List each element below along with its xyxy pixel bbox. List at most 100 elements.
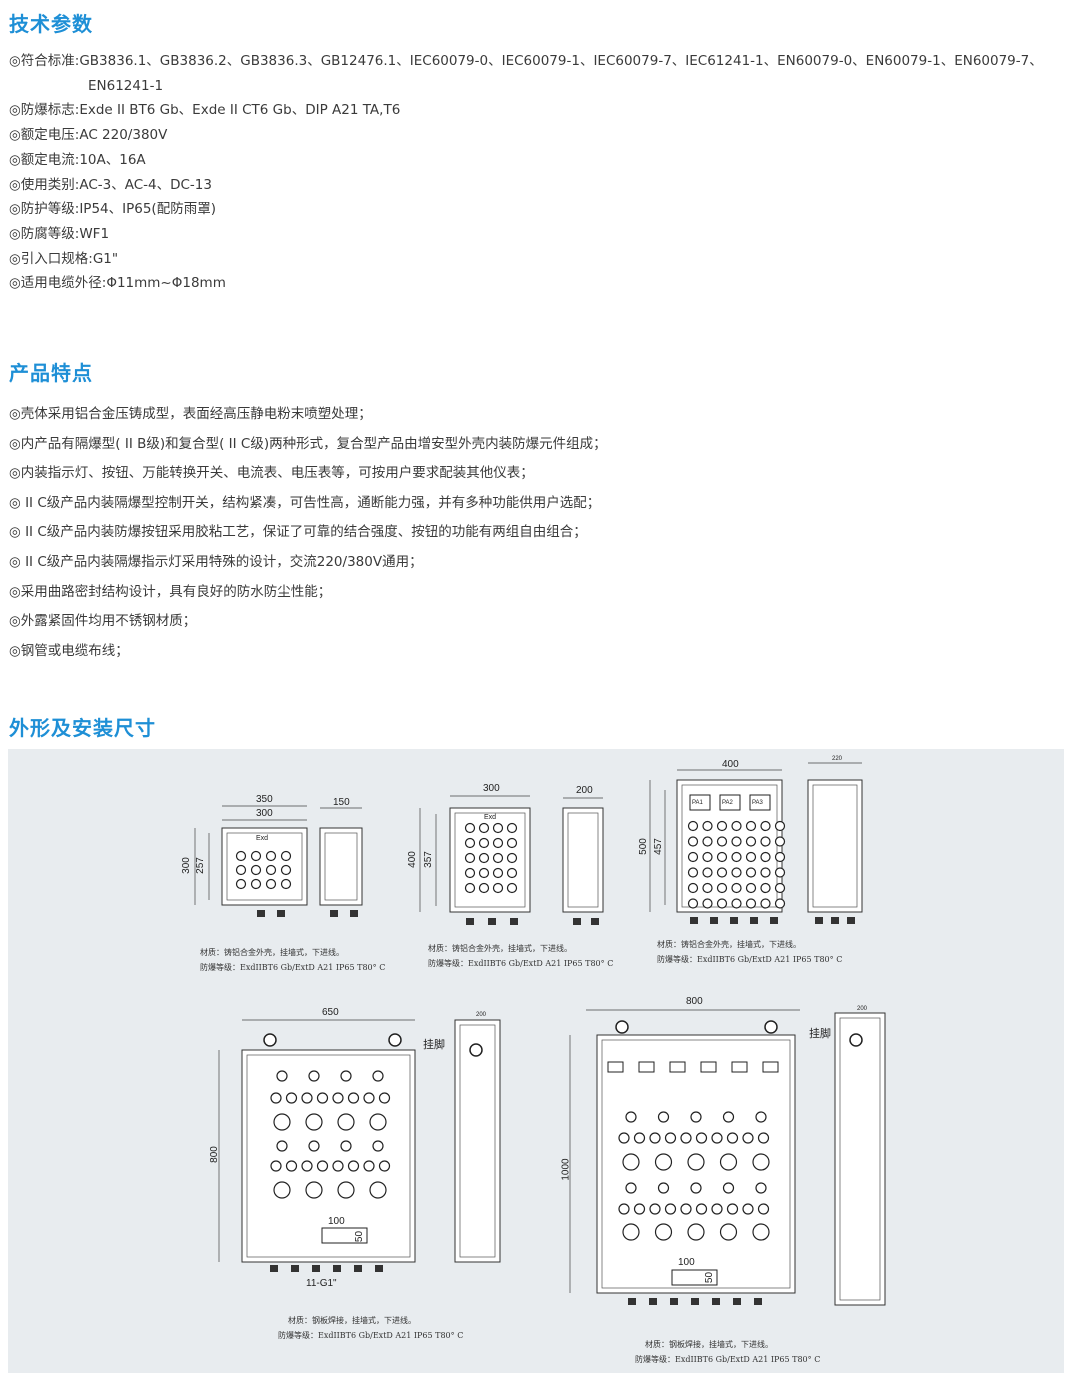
enclosure-side [562,807,604,913]
spec-line: ◎防腐等级:WF1 [9,225,110,242]
knob-icon [687,836,699,847]
spec-line: ◎额定电流:10A、16A [9,151,146,168]
knob-icon [716,898,728,909]
knob-icon [731,882,742,894]
dim-label: 500 [637,838,649,855]
cable-gland-icon [488,918,496,925]
knob-icon [305,1181,323,1199]
knob-icon [273,1181,291,1199]
knob-icon [280,850,292,862]
lifting-eye-icon [764,1020,778,1034]
enclosure-side [324,832,358,901]
dim-label: 457 [652,838,664,855]
knob-icon [633,1203,646,1215]
knob-icon [722,1111,735,1123]
feature-list: ◎壳体采用铝合金压铸成型，表面经高压静电粉末喷塑处理； ◎内产品有隔爆型( II… [9,400,607,666]
knob-icon [464,882,476,894]
dim-label: 257 [194,857,206,874]
cable-gland-icon [330,910,338,917]
cable-gland-icon [690,917,698,924]
knob-icon [745,867,757,878]
knob-icon [506,822,518,834]
knob-icon [265,878,277,890]
cable-gland-icon [815,917,823,924]
cable-gland-icon [573,918,581,925]
knob-icon [687,882,699,894]
knob-icon [265,850,277,862]
cable-gland-icon [257,910,265,917]
knob-icon [347,1160,360,1172]
enclosure-front [454,812,526,908]
spec-line: ◎额定电压:AC 220/380V [9,127,168,144]
cable-gland-icon [312,1265,320,1272]
knob-icon [235,850,247,862]
knob-icon [250,850,262,862]
knob-icon [464,852,476,864]
knob-icon [506,837,518,849]
dim-label: 50 [354,1230,366,1243]
knob-icon [757,1132,770,1144]
knob-icon [745,882,757,894]
spec-line: EN61241-1 [88,77,164,94]
foot-label: 挂脚 [809,1028,831,1040]
knob-icon [690,1111,702,1123]
dim-label: 300 [180,857,192,874]
lifting-eye-icon [615,1020,629,1034]
knob-icon [492,867,504,879]
dim-label: 800 [686,996,703,1007]
knob-icon [657,1182,670,1194]
meter-icon [669,1061,686,1073]
spec-line: ◎防护等级:IP54、IP65(配防雨罩) [9,201,216,218]
meter-label: PA3 [752,800,763,806]
knob-icon [250,864,262,876]
cable-gland-icon [733,1298,741,1305]
dim-label: 150 [333,797,350,808]
knob-icon [687,1153,705,1171]
drawing-caption: 材质：钢板焊接，挂墙式，下进线。防爆等级：ExdIIBT6 Gb/ExtD A2… [278,1313,463,1343]
dim-label: 200 [476,1012,487,1018]
cable-gland-icon [831,917,839,924]
dim-label: 650 [322,1007,339,1018]
knob-icon [731,898,742,909]
knob-icon [657,1111,670,1123]
knob-icon [726,1203,739,1215]
enclosure-front [226,832,303,901]
knob-icon [687,851,699,863]
feature-line: ◎内装指示灯、按钮、万能转换开关、电流表、电压表等，可按用户要求配装其他仪表； [9,465,534,482]
knob-icon [695,1132,708,1144]
knob-icon [378,1092,391,1104]
knob-icon [760,820,771,832]
knob-icon [649,1203,661,1215]
meter-label: PA1 [692,800,703,806]
knob-icon [760,882,771,894]
knob-icon [280,878,292,890]
knob-icon [757,1203,770,1215]
knob-icon [301,1160,313,1172]
knob-icon [478,867,490,879]
lifting-eye-icon [849,1033,863,1047]
knob-icon [716,836,728,847]
knob-icon [285,1160,298,1172]
caption-rating: 防爆等级：ExdIIBT6 Gb/ExtD A21 IP65 T80° C [278,1331,464,1340]
enclosure-side [459,1024,496,1258]
knob-icon [464,837,476,849]
drawing-caption: 材质：铸铝合金外壳，挂墙式，下进线。防爆等级：ExdIIBT6 Gb/ExtD … [657,937,842,967]
knob-icon [702,898,713,909]
knob-icon [702,867,713,878]
knob-icon [363,1092,375,1104]
cable-gland-icon [649,1298,657,1305]
knob-icon [506,882,518,894]
knob-icon [745,851,757,863]
lifting-eye-icon [388,1033,402,1047]
enclosure-side [454,1019,501,1263]
knob-icon [731,836,742,847]
knob-icon [273,1113,291,1131]
knob-icon [719,1153,738,1171]
knob-icon [363,1160,375,1172]
enclosure-side [834,1012,886,1306]
knob-icon [308,1140,320,1152]
knob-icon [235,878,247,890]
enclosure-side [812,784,858,908]
meter-icon [607,1061,624,1073]
cable-gland-icon [466,918,474,925]
